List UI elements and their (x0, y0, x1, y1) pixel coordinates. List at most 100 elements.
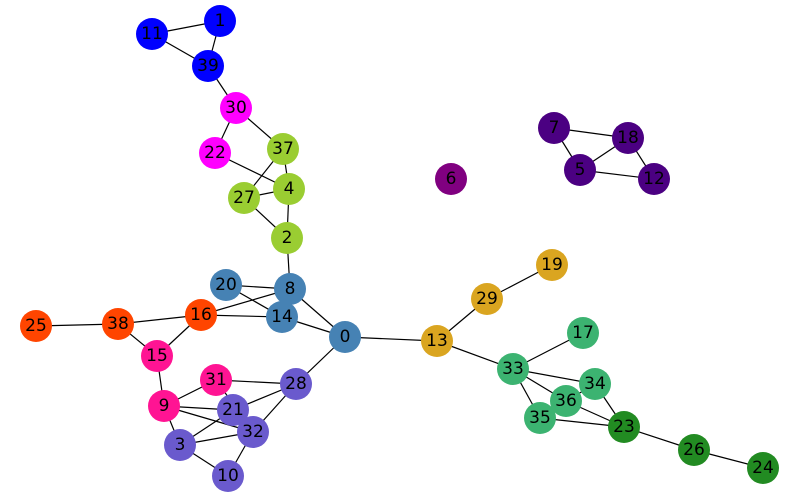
node-circle (267, 133, 299, 165)
node-1: 1 (204, 5, 236, 37)
node-31: 31 (200, 364, 232, 396)
node-2: 2 (271, 222, 303, 254)
node-label: 37 (272, 139, 294, 159)
node-circle (747, 452, 779, 484)
node-circle (471, 283, 503, 315)
node-label: 29 (476, 289, 498, 309)
node-33: 33 (497, 353, 529, 385)
node-label: 19 (541, 255, 563, 275)
node-label: 1 (215, 11, 226, 31)
node-circle (192, 50, 224, 82)
node-circle (524, 402, 556, 434)
node-label: 33 (502, 359, 524, 379)
node-label: 11 (141, 24, 163, 44)
node-label: 23 (613, 417, 635, 437)
node-29: 29 (471, 283, 503, 315)
node-38: 38 (102, 308, 134, 340)
node-circle (579, 368, 611, 400)
node-circle (228, 182, 260, 214)
node-39: 39 (192, 50, 224, 82)
node-label: 32 (242, 422, 264, 442)
node-circle (421, 325, 453, 357)
node-14: 14 (266, 301, 298, 333)
node-label: 2 (282, 228, 293, 248)
node-15: 15 (141, 340, 173, 372)
node-9: 9 (148, 390, 180, 422)
node-label: 36 (555, 391, 577, 411)
node-label: 39 (197, 56, 219, 76)
node-label: 13 (426, 331, 448, 351)
node-label: 26 (683, 440, 705, 460)
node-label: 21 (222, 400, 244, 420)
node-label: 28 (285, 374, 307, 394)
node-35: 35 (524, 402, 556, 434)
node-label: 25 (25, 316, 47, 336)
node-label: 12 (643, 169, 665, 189)
node-18: 18 (612, 122, 644, 154)
node-circle (638, 163, 670, 195)
node-label: 7 (549, 118, 560, 138)
node-6: 6 (435, 163, 467, 195)
node-circle (199, 137, 231, 169)
node-circle (329, 321, 361, 353)
node-21: 21 (217, 394, 249, 426)
node-circle (497, 353, 529, 385)
node-0: 0 (329, 321, 361, 353)
node-circle (678, 434, 710, 466)
node-13: 13 (421, 325, 453, 357)
node-4: 4 (273, 173, 305, 205)
node-circle (237, 416, 269, 448)
node-circle (185, 299, 217, 331)
node-label: 8 (285, 279, 296, 299)
node-20: 20 (210, 269, 242, 301)
node-circle (220, 92, 252, 124)
node-label: 31 (205, 370, 227, 390)
node-19: 19 (536, 249, 568, 281)
node-12: 12 (638, 163, 670, 195)
node-circle (280, 368, 312, 400)
node-label: 17 (572, 323, 594, 343)
node-label: 16 (190, 305, 212, 325)
node-label: 9 (159, 396, 170, 416)
node-circle (608, 411, 640, 443)
node-label: 24 (752, 458, 774, 478)
node-label: 18 (617, 128, 639, 148)
node-8: 8 (274, 273, 306, 305)
node-label: 35 (529, 408, 551, 428)
node-circle (136, 18, 168, 50)
node-7: 7 (538, 112, 570, 144)
node-24: 24 (747, 452, 779, 484)
node-27: 27 (228, 182, 260, 214)
node-circle (538, 112, 570, 144)
node-circle (204, 5, 236, 37)
node-label: 20 (215, 275, 237, 295)
node-37: 37 (267, 133, 299, 165)
node-label: 34 (584, 374, 606, 394)
node-label: 30 (225, 98, 247, 118)
node-label: 10 (217, 466, 239, 486)
node-circle (200, 364, 232, 396)
node-26: 26 (678, 434, 710, 466)
node-23: 23 (608, 411, 640, 443)
node-circle (274, 273, 306, 305)
node-label: 0 (340, 327, 351, 347)
node-17: 17 (567, 317, 599, 349)
node-circle (210, 269, 242, 301)
node-32: 32 (237, 416, 269, 448)
node-circle (564, 154, 596, 186)
node-25: 25 (20, 310, 52, 342)
node-label: 15 (146, 346, 168, 366)
node-circle (164, 429, 196, 461)
node-label: 5 (575, 160, 586, 180)
node-label: 22 (204, 143, 226, 163)
node-34: 34 (579, 368, 611, 400)
node-circle (20, 310, 52, 342)
node-circle (612, 122, 644, 154)
node-circle (102, 308, 134, 340)
node-label: 38 (107, 314, 129, 334)
node-circle (536, 249, 568, 281)
node-circle (148, 390, 180, 422)
node-circle (217, 394, 249, 426)
node-circle (212, 460, 244, 492)
